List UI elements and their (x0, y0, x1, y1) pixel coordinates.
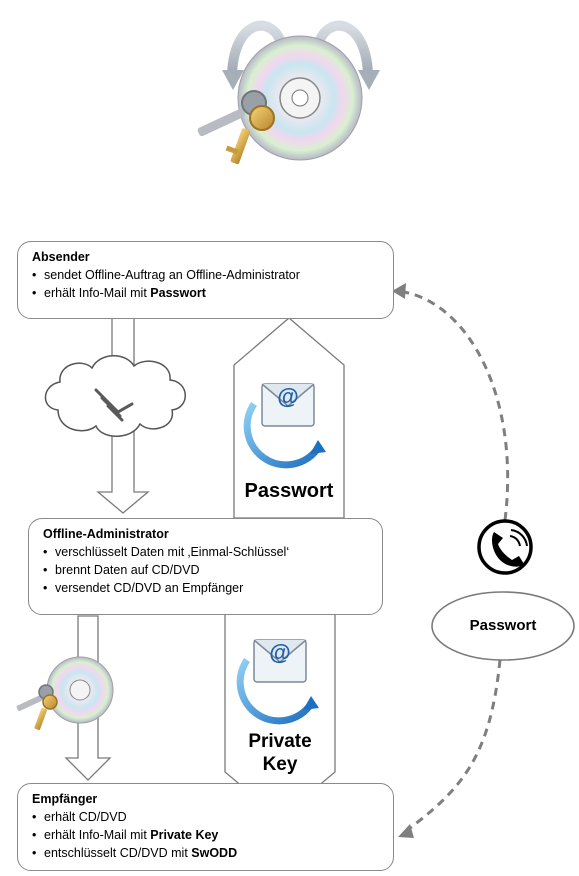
admin-list: verschlüsselt Daten mit ‚Einmal-Schlüsse… (43, 543, 372, 597)
svg-text:@: @ (269, 640, 290, 665)
password-mail-label: Passwort (244, 480, 334, 502)
sender-box: Absender sendet Offline-Auftrag an Offli… (17, 241, 394, 319)
admin-box: Offline-Administrator verschlüsselt Date… (28, 518, 383, 615)
admin-title: Offline-Administrator (43, 527, 169, 541)
phone-password-label: Passwort (469, 617, 537, 634)
dashed-arrow-to-sender (397, 289, 510, 521)
email-icon-top: @ (243, 383, 326, 469)
cloud-icon (44, 355, 186, 437)
sender-list: sendet Offline-Auftrag an Offline-Admini… (32, 266, 383, 302)
dashed-arrow-to-recipient (404, 659, 502, 834)
recipient-box: Empfänger erhält CD/DVD erhält Info-Mail… (17, 783, 394, 871)
recipient-item: entschlüsselt CD/DVD mit SwODD (32, 844, 383, 862)
recipient-item: erhält CD/DVD (32, 808, 383, 826)
recipient-title: Empfänger (32, 792, 98, 806)
recipient-item: erhält Info-Mail mit Private Key (32, 826, 383, 844)
private-key-label-line1: Private (248, 731, 312, 752)
admin-item: brennt Daten auf CD/DVD (43, 561, 372, 579)
sender-title: Absender (32, 250, 90, 264)
recipient-list: erhält CD/DVD erhält Info-Mail mit Priva… (32, 808, 383, 862)
password-phone-oval (431, 591, 575, 661)
phone-icon (477, 519, 533, 575)
private-key-label-line2: Key (262, 754, 298, 775)
sender-item: sendet Offline-Auftrag an Offline-Admini… (32, 266, 383, 284)
admin-item: versendet CD/DVD an Empfänger (43, 579, 372, 597)
sender-item: erhält Info-Mail mit Passwort (32, 284, 383, 302)
cd-keys-icon (16, 656, 114, 731)
svg-text:@: @ (277, 384, 298, 409)
cd-rotation-icon (197, 20, 380, 165)
admin-item: verschlüsselt Daten mit ‚Einmal-Schlüsse… (43, 543, 372, 561)
email-icon-bottom: @ (236, 639, 319, 725)
